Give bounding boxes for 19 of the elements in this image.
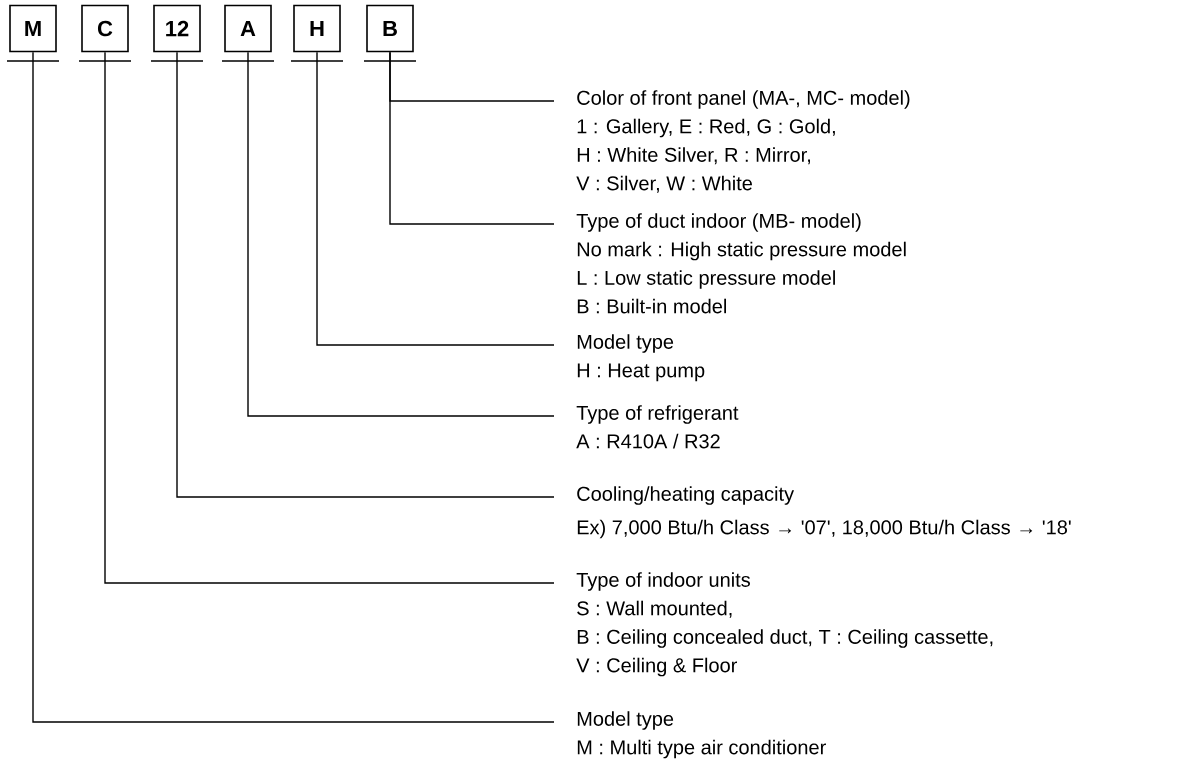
letter-box: M — [9, 4, 57, 53]
leader-line — [389, 51, 555, 225]
letter-box: H — [293, 4, 341, 53]
letter-box: A — [224, 4, 272, 53]
description-text: Color of front panel (MA-, MC- model) 1 : Gallery, E : Red, G : Gold, H : White Silver, R : Mirror, V : Silver, W : White — [576, 90, 910, 193]
description-text: Type of indoor units S : Wall mounted, B : Ceiling concealed duct, T : Ceiling cassette, V : Ceiling & Floor — [576, 572, 993, 677]
leader-line — [104, 51, 555, 584]
leader-line — [32, 51, 555, 723]
description-text: Type of duct indoor (MB- model) No mark : High static pressure model L : Low static pressure model B : Built-in model — [576, 213, 906, 314]
description-text: Model type H : Heat pump — [577, 334, 705, 382]
letter-box: B — [366, 4, 414, 53]
description-text: Type of refrigerant A : R410A / R32 — [576, 405, 739, 449]
letter-box: 12 — [153, 4, 201, 53]
leader-line — [176, 51, 555, 498]
leader-line — [316, 51, 555, 346]
description-text: Cooling/heating capacity Ex) 7,000 Btu/h Class → '07', 18,000 Btu/h Class → '18' — [577, 486, 1071, 539]
description-text: Model type M : Multi type air conditioner — [577, 711, 826, 759]
letter-box: C — [81, 4, 129, 53]
leader-line — [247, 51, 555, 417]
